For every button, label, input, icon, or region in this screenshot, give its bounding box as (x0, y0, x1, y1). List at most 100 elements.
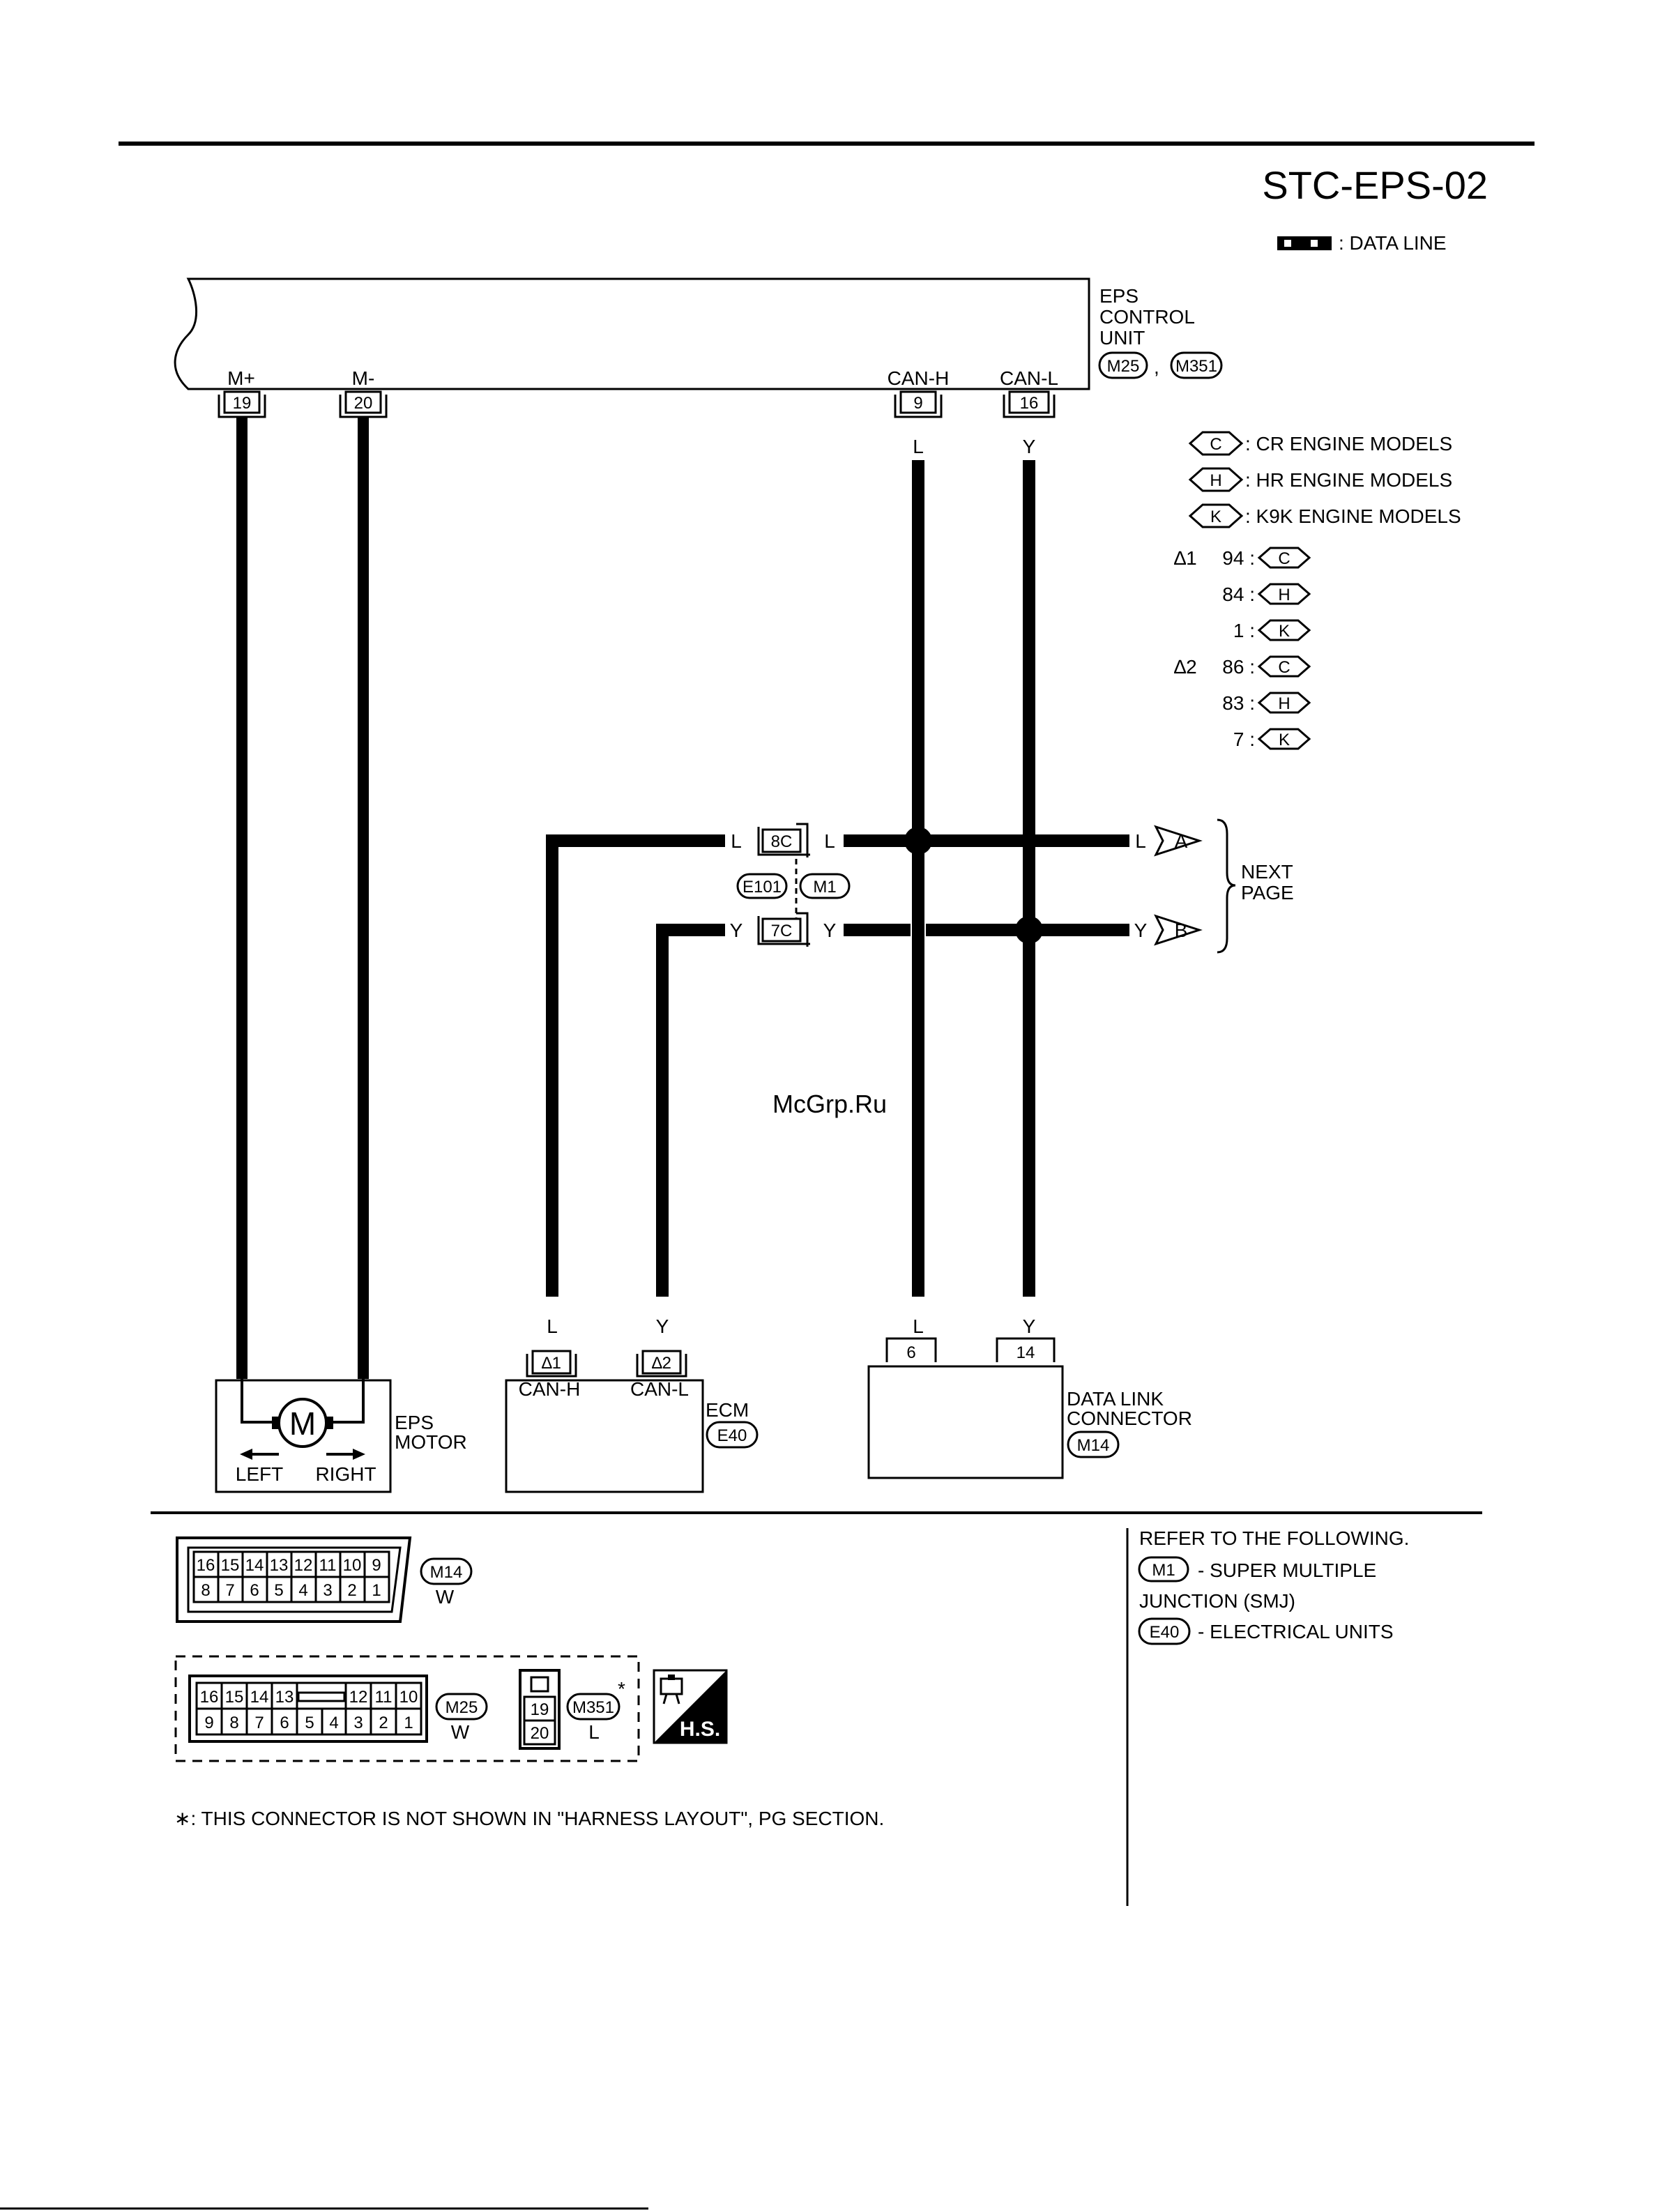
m14-pin: 3 (323, 1581, 332, 1600)
legend-cr-text: : CR ENGINE MODELS (1245, 433, 1452, 455)
m14-pin: 9 (372, 1556, 381, 1575)
pin-note-6: 7 : K (1233, 728, 1311, 750)
pin-note-1-star: ∆1 (1174, 547, 1197, 569)
eps-motor: M LEFT RIGHT EPS MOTOR (215, 1379, 467, 1493)
terminal-m-minus-label: M- (352, 367, 375, 389)
junction-connector-e101-label: E101 (743, 878, 782, 897)
ecm-name: ECM (706, 1399, 749, 1421)
m14-pin: 8 (201, 1581, 210, 1600)
legend-hr: H : HR ENGINE MODELS (1188, 467, 1452, 492)
m25-pin: 1 (404, 1714, 413, 1732)
m25-pin: 2 (379, 1714, 388, 1732)
m25-color: W (451, 1721, 470, 1743)
m14-tag-label: M14 (430, 1563, 463, 1582)
legend-hr-code: H (1210, 471, 1221, 490)
m14-pin: 1 (372, 1581, 381, 1600)
m14-pin: 4 (298, 1581, 307, 1600)
wire-color-branch-h-1: L (731, 830, 742, 852)
data-link-connector: 6 14 DATA LINK CONNECTOR M14 (867, 1337, 1192, 1479)
eps-connector-m25-tag: M25 (1098, 351, 1148, 379)
terminal-can-h-pin: 9 (913, 394, 922, 413)
refer-item-e40-text: - ELECTRICAL UNITS (1198, 1621, 1394, 1642)
pin-notes: ∆1 94 : C 84 : H 1 : K ∆2 86 : C 83 : (1174, 547, 1311, 750)
pin-note-5-code: H (1278, 694, 1290, 713)
m25-pin: 12 (349, 1688, 368, 1707)
eps-control-unit: EPS CONTROL UNIT M25 , M351 M+ 19 M- 20 … (174, 277, 1223, 418)
eps-unit-name-3: UNIT (1099, 327, 1145, 349)
ecm-pin-1-signal: CAN-H (519, 1378, 581, 1400)
next-page-label-2: PAGE (1241, 882, 1294, 903)
pin-note-3: 1 : K (1233, 619, 1311, 641)
dlc-name-1: DATA LINK (1067, 1388, 1164, 1410)
motor-name-1: EPS (395, 1412, 434, 1433)
wire-color-ecm-h: L (547, 1315, 558, 1337)
pin-note-2: 84 : H (1222, 583, 1311, 605)
legend-cr: C : CR ENGINE MODELS (1188, 431, 1452, 456)
m14-pin: 15 (221, 1556, 240, 1575)
wire-color-ecm-l: Y (656, 1315, 669, 1337)
m14-pin: 5 (274, 1581, 283, 1600)
data-line-legend: : DATA LINE (1277, 232, 1447, 254)
m351-tag-label: M351 (572, 1698, 614, 1717)
m351-color: L (588, 1721, 600, 1743)
eps-unit-name-2: CONTROL (1099, 306, 1195, 328)
m25-pin: 10 (399, 1688, 418, 1707)
eps-connector-m351-tag: M351 (1170, 351, 1223, 379)
data-lines (546, 460, 1129, 1297)
m25-pin: 9 (204, 1714, 213, 1732)
eps-unit-name-1: EPS (1099, 285, 1139, 307)
pin-note-5: 83 : H (1222, 692, 1311, 714)
m14-pin: 6 (250, 1581, 259, 1600)
m25-pin: 16 (200, 1688, 219, 1707)
pin-note-3-pin: 1 : (1233, 620, 1255, 641)
next-page-brace (1217, 818, 1236, 954)
footnote: ∗: THIS CONNECTOR IS NOT SHOWN IN "HARNE… (174, 1808, 884, 1829)
m25-pin: 13 (275, 1688, 294, 1707)
m14-tag: M14 (420, 1557, 473, 1585)
m14-pin: 7 (225, 1581, 234, 1600)
motor-right-label: RIGHT (315, 1463, 376, 1485)
eps-connector-m351-label: M351 (1175, 357, 1217, 376)
pin-note-1-code: C (1278, 549, 1290, 568)
arrow-a: A (1154, 825, 1203, 857)
m14-pin: 12 (294, 1556, 313, 1575)
ecm-pin-2: ∆2 CAN-L (630, 1350, 689, 1400)
dlc-name-2: CONNECTOR (1067, 1408, 1192, 1429)
dlc-pin-6-label: 6 (906, 1343, 915, 1362)
connector-icon (660, 1675, 683, 1704)
pin-note-6-code: K (1279, 731, 1290, 749)
pin-note-3-code: K (1279, 622, 1290, 641)
m14-pin: 10 (343, 1556, 362, 1575)
pin-note-2-code: H (1278, 586, 1290, 604)
m25-pin: 3 (353, 1714, 363, 1732)
wire-color-branch-l-1: Y (730, 920, 743, 941)
pin-note-5-pin: 83 : (1222, 692, 1255, 714)
legend-k9k: K : K9K ENGINE MODELS (1188, 503, 1461, 528)
wire-color-dlc-l: Y (1023, 1315, 1036, 1337)
watermark: McGrp.Ru (772, 1090, 887, 1118)
terminal-can-h: CAN-H 9 (888, 367, 949, 418)
refer-item-m1: M1 - SUPER MULTIPLE (1138, 1556, 1376, 1582)
junction-pin-7c: 7C (757, 912, 810, 947)
dlc-pin-6: 6 (885, 1337, 937, 1362)
pin-note-1: ∆1 94 : C (1174, 547, 1311, 569)
splice-can-l (1015, 916, 1043, 944)
arrow-b-label: B (1175, 920, 1188, 941)
refer-item-m1-code: M1 (1152, 1561, 1175, 1580)
ecm-connector-label: E40 (717, 1426, 747, 1445)
m14-pin: 16 (197, 1556, 215, 1575)
junction-pin-8c-label: 8C (771, 832, 793, 851)
m25-pin: 15 (225, 1688, 244, 1707)
m25-pin: 4 (329, 1714, 338, 1732)
motor-left-label: LEFT (236, 1463, 283, 1485)
terminal-m-minus: M- 20 (339, 367, 388, 418)
pin-note-1-pin: 94 : (1222, 547, 1255, 569)
wire-color-can-h-top: L (913, 436, 924, 457)
terminal-can-l: CAN-L 16 (1000, 367, 1058, 418)
m14-pin: 2 (347, 1581, 356, 1600)
terminal-m-plus-label: M+ (227, 367, 255, 389)
engine-legend: C : CR ENGINE MODELS H : HR ENGINE MODEL… (1188, 431, 1461, 528)
m351-star: * (618, 1678, 625, 1700)
pin-note-4-pin: 86 : (1222, 656, 1255, 678)
